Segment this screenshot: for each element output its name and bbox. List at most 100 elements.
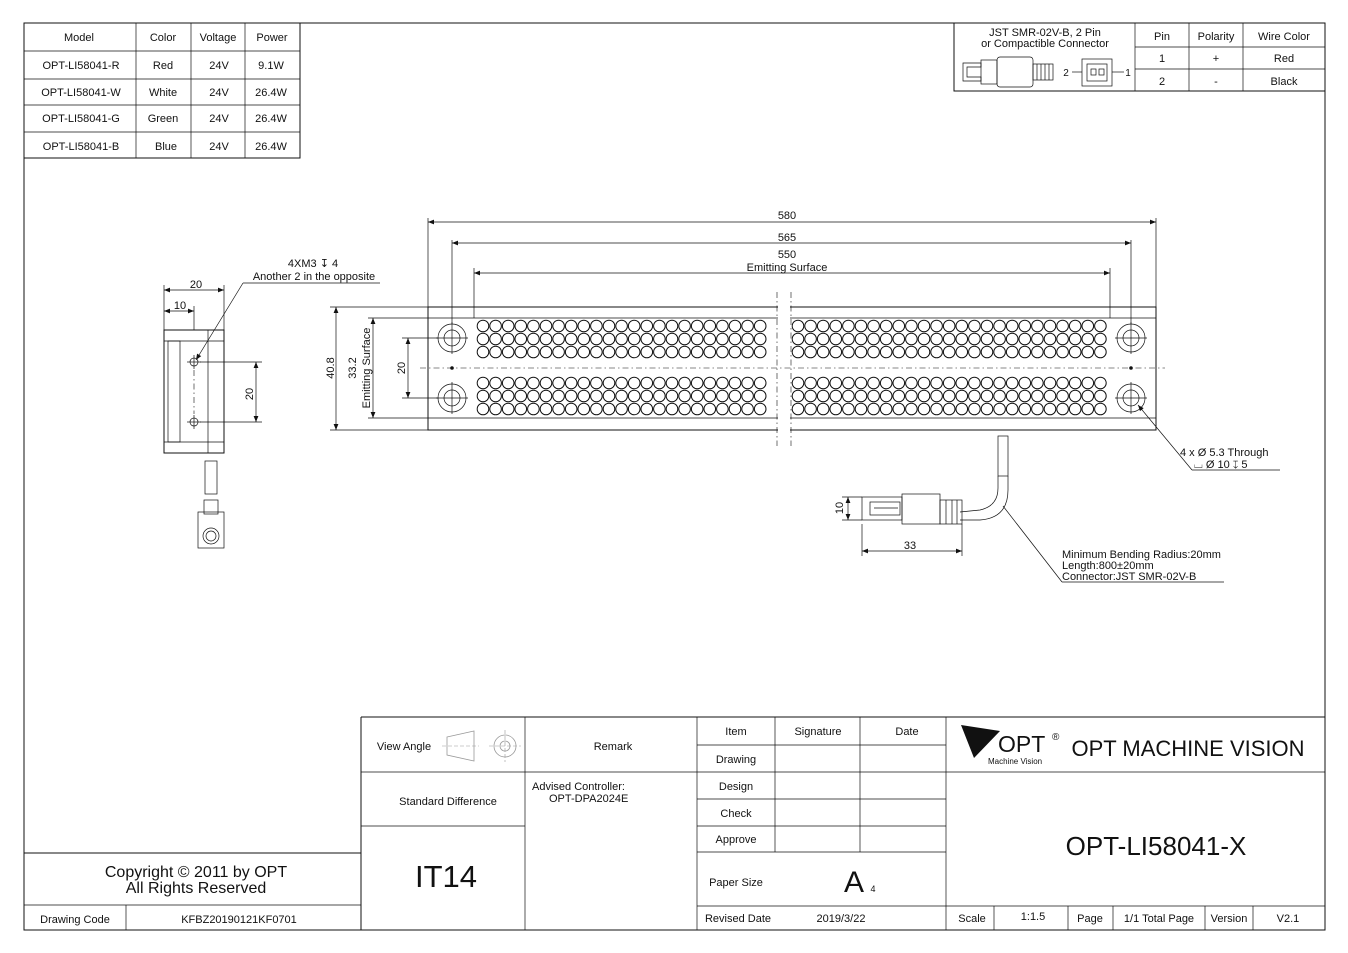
- led-emitter: [867, 332, 880, 346]
- led-emitter: [1018, 376, 1032, 390]
- led-emitter: [905, 332, 918, 346]
- led-emitter: [564, 376, 578, 390]
- page-label: Page: [1077, 913, 1103, 925]
- led-emitter: [905, 319, 918, 333]
- led-emitter: [489, 376, 502, 390]
- dim-hole-vertical: 20: [396, 362, 408, 374]
- led-emitter: [602, 389, 616, 403]
- led-emitter: [854, 345, 868, 359]
- model-row-1-model: OPT-LI58041-R: [42, 60, 119, 72]
- led-emitter: [476, 332, 490, 346]
- model-row-4-color: Blue: [155, 141, 177, 153]
- led-emitter: [1056, 389, 1069, 403]
- led-emitter: [1018, 402, 1032, 416]
- led-emitter: [716, 389, 729, 403]
- model-row-3-color: Green: [148, 113, 179, 125]
- led-emitter: [653, 402, 666, 416]
- led-emitter: [1005, 345, 1019, 359]
- led-emitter: [665, 402, 679, 416]
- projection-symbol-icon: [442, 730, 521, 762]
- led-emitter: [501, 389, 515, 403]
- led-emitter: [716, 319, 729, 333]
- connector-header-polarity: Polarity: [1198, 31, 1235, 43]
- led-emitter: [640, 402, 654, 416]
- led-emitter: [539, 332, 553, 346]
- led-emitter: [1094, 402, 1107, 416]
- led-emitter: [879, 376, 893, 390]
- led-emitter: [716, 332, 729, 346]
- hole-callout-line2: ⌴ Ø 10 ↧ 5: [1194, 459, 1247, 471]
- led-emitter: [501, 345, 515, 359]
- dim-overall-height: 40.8: [325, 357, 337, 378]
- led-emitter: [514, 389, 528, 403]
- led-emitter: [476, 402, 490, 416]
- connector-header-pin: Pin: [1154, 31, 1170, 43]
- led-emitter: [1005, 319, 1019, 333]
- led-emitter: [804, 345, 817, 359]
- scale-value: 1:1.5: [1021, 911, 1045, 923]
- led-emitter: [741, 332, 754, 346]
- led-emitter: [564, 332, 578, 346]
- led-emitter: [653, 319, 666, 333]
- led-emitter: [892, 402, 906, 416]
- led-emitter: [489, 332, 502, 346]
- cable-note-line3: Connector:JST SMR-02V-B: [1062, 571, 1196, 583]
- model-header-model: Model: [64, 32, 94, 44]
- led-emitter: [1005, 376, 1019, 390]
- led-emitter: [942, 345, 956, 359]
- led-emitter: [615, 332, 628, 346]
- led-emitter: [917, 376, 931, 390]
- led-emitter: [1068, 402, 1082, 416]
- revised-date-label: Revised Date: [705, 913, 771, 925]
- led-emitter: [602, 332, 616, 346]
- cable-assembly: [861, 435, 1009, 525]
- led-emitter: [753, 345, 767, 359]
- page-value: 1/1 Total Page: [1124, 913, 1194, 925]
- mounting-hole-right-top: [1115, 322, 1147, 354]
- led-emitter: [930, 345, 943, 359]
- date-label: Date: [895, 726, 918, 738]
- led-emitter: [892, 376, 906, 390]
- model-row-3-model: OPT-LI58041-G: [42, 113, 120, 125]
- led-emitter: [527, 402, 540, 416]
- led-emitter: [791, 345, 805, 359]
- led-emitter: [476, 319, 490, 333]
- led-emitter: [753, 389, 767, 403]
- led-emitter: [993, 345, 1006, 359]
- dim-side-half: 10: [174, 300, 186, 312]
- led-emitter: [552, 389, 565, 403]
- led-emitter: [1081, 345, 1095, 359]
- led-emitter: [527, 389, 540, 403]
- led-emitter: [968, 332, 981, 346]
- dim-emitting-surface-vertical-label: Emitting Surface: [361, 328, 373, 409]
- led-emitter: [653, 376, 666, 390]
- led-emitter: [1018, 332, 1032, 346]
- led-emitter: [980, 389, 994, 403]
- led-emitter: [489, 389, 502, 403]
- led-emitter: [842, 402, 855, 416]
- led-emitter: [867, 402, 880, 416]
- led-emitter: [690, 345, 704, 359]
- copyright-block: Copyright © 2011 by OPT All Rights Reser…: [24, 852, 361, 930]
- drawing-code-label: Drawing Code: [40, 914, 110, 926]
- led-emitter: [1005, 402, 1019, 416]
- led-emitter: [942, 376, 956, 390]
- led-emitter: [539, 319, 553, 333]
- led-emitter: [993, 389, 1006, 403]
- signature-label: Signature: [794, 726, 841, 738]
- led-emitter: [501, 376, 515, 390]
- led-emitter: [980, 332, 994, 346]
- led-emitter: [590, 402, 603, 416]
- led-emitter: [955, 319, 969, 333]
- model-row-4-power: 26.4W: [255, 141, 287, 153]
- led-emitter: [930, 389, 943, 403]
- led-emitter: [854, 319, 868, 333]
- led-emitter: [791, 319, 805, 333]
- led-emitter: [1094, 332, 1107, 346]
- led-emitter: [539, 402, 553, 416]
- led-emitter: [804, 332, 817, 346]
- led-emitter: [1043, 345, 1057, 359]
- led-emitter: [476, 376, 490, 390]
- led-emitter: [955, 376, 969, 390]
